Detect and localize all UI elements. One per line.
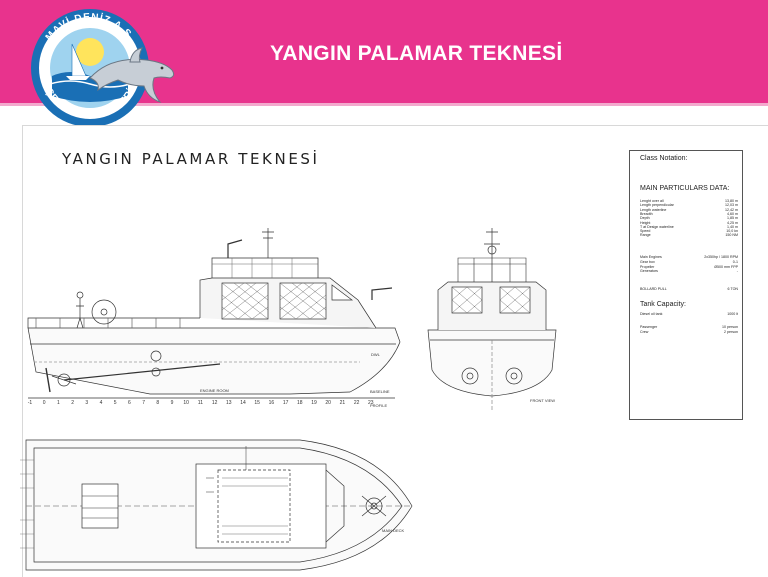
- spec-value: 10,0 kn: [726, 229, 738, 234]
- frame-number: 9: [171, 400, 174, 406]
- frame-number: 21: [340, 400, 346, 406]
- front-view-label: FRONT VIEW: [530, 398, 555, 403]
- frame-number: 12: [212, 400, 218, 406]
- spec-key: Propeller: [640, 264, 655, 269]
- frame-number: 15: [254, 400, 260, 406]
- spec-value: 1000 lt: [727, 312, 738, 316]
- frame-number: 5: [114, 400, 117, 406]
- frame-number: 8: [156, 400, 159, 406]
- baseline-label: BASELINE: [370, 389, 390, 394]
- engine-room-label: ENGINE ROOM: [200, 388, 229, 393]
- spec-value: 4,60 m: [727, 211, 738, 216]
- frame-number: 2: [71, 400, 74, 406]
- frame-number: 6: [128, 400, 131, 406]
- frame-number: 23: [368, 400, 374, 406]
- spec-key: Height: [640, 220, 651, 225]
- spec-key: Length perpendicular: [640, 203, 674, 208]
- frame-number: 11: [198, 400, 203, 406]
- frame-number: 7: [142, 400, 145, 406]
- frame-number: 18: [297, 400, 303, 406]
- spec-value: 12,42 m: [725, 207, 738, 212]
- spec-key: Range: [640, 233, 651, 238]
- spec-key: Speed: [640, 229, 651, 234]
- spec-value: 2x350hp / 1800 RPM: [704, 255, 738, 259]
- spec-key: Generators: [640, 269, 658, 274]
- spec-value: 10 person: [722, 325, 738, 329]
- class-notation-label: Class Notation:: [640, 155, 688, 162]
- frame-number: 3: [85, 400, 88, 406]
- dolphin-icon: [89, 47, 175, 104]
- frame-number: 20: [325, 400, 331, 406]
- spec-key: Lenght over all: [640, 199, 664, 203]
- frame-number: 16: [269, 400, 275, 406]
- spec-value: 4,25 m: [727, 220, 738, 225]
- frame-number: 0: [43, 400, 46, 406]
- profile-label: PROFILE: [370, 403, 387, 408]
- spec-value: 1,40 m: [727, 224, 738, 229]
- spec-key: Passenger: [640, 325, 658, 329]
- spec-key: Main Engines: [640, 255, 662, 259]
- spec-value: 150 NM: [725, 233, 738, 238]
- frame-number: 14: [240, 400, 246, 406]
- main-particulars-label: MAIN PARTICULARS DATA:: [640, 185, 730, 192]
- spec-key: Length waterline: [640, 207, 667, 212]
- spec-value: 1,85 m: [727, 216, 738, 221]
- spec-key: Breadth: [640, 211, 653, 216]
- spec-key: Depth: [640, 216, 650, 221]
- frame-number: 4: [100, 400, 103, 406]
- company-logo: MAVİ DENİZ A.Ş. ÇEVRE HİZMETLERİ: [31, 9, 175, 126]
- dwl-label: DWL: [371, 352, 381, 357]
- specification-table: Class Notation: MAIN PARTICULARS DATA: L…: [629, 150, 743, 420]
- spec-value: 13,80 m: [725, 199, 738, 203]
- spec-key: Gear box: [640, 259, 655, 264]
- spec-value: 0-1: [732, 259, 738, 264]
- profile-view: [27, 228, 401, 399]
- plan-view: [20, 439, 413, 571]
- spec-value: 12,03 m: [725, 203, 738, 208]
- spec-value: -: [736, 269, 738, 274]
- drawing-title: YANGIN PALAMAR TEKNESİ: [62, 150, 320, 168]
- spec-key: T at Design waterline: [640, 224, 674, 229]
- frame-number: 22: [354, 400, 360, 406]
- spec-value: Ø500 mm FPP: [714, 264, 738, 269]
- tank-capacity-label: Tank Capacity:: [640, 301, 686, 308]
- spec-value: 2 person: [724, 330, 738, 334]
- spec-key: Diesel oil tank: [640, 312, 663, 316]
- header-divider: [0, 103, 768, 106]
- frame-number: 19: [311, 400, 317, 406]
- frame-number: 17: [283, 400, 289, 406]
- frame-number: 13: [226, 400, 232, 406]
- spec-key: Crew: [640, 330, 649, 334]
- frame-number: -1: [28, 400, 33, 406]
- frame-number: 1: [57, 400, 60, 406]
- frame-number: 10: [183, 400, 189, 406]
- main-deck-label: MAIN DECK: [382, 528, 405, 533]
- front-view: [427, 228, 557, 410]
- page-title: YANGIN PALAMAR TEKNESİ: [270, 42, 563, 65]
